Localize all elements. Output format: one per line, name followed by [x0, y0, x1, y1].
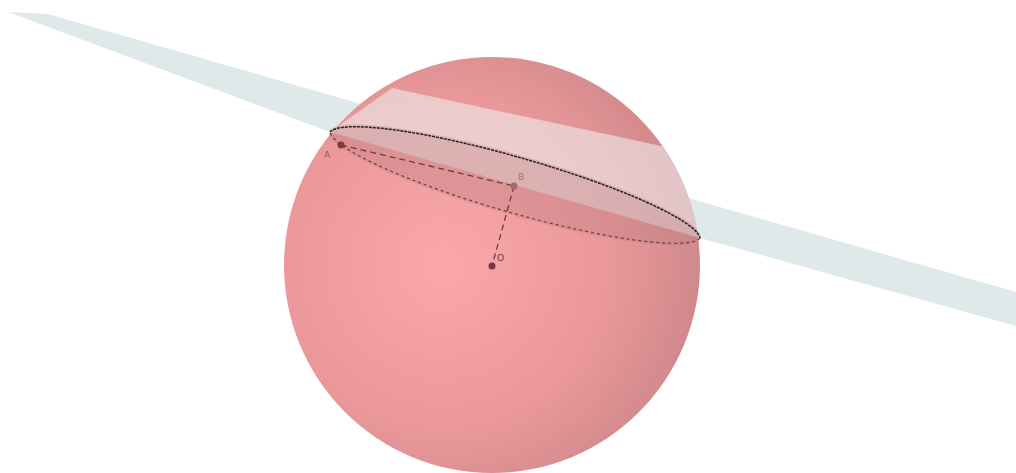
cross-section-disc — [321, 103, 709, 267]
section-arc-front — [330, 127, 700, 238]
section-arc-back — [330, 132, 700, 243]
segment-bo — [492, 186, 514, 266]
radius-ab — [341, 145, 514, 186]
sphere — [284, 57, 700, 473]
point-label: B — [518, 173, 524, 182]
point-a — [338, 142, 345, 149]
point-label: A — [324, 151, 330, 160]
point-b — [511, 183, 518, 190]
point-o — [489, 263, 496, 270]
point-label: O — [497, 254, 504, 263]
